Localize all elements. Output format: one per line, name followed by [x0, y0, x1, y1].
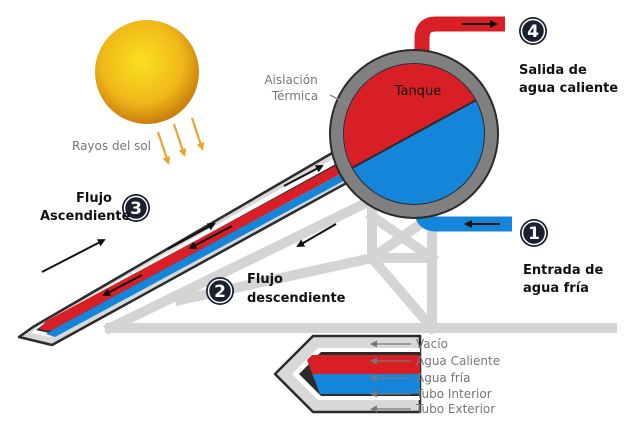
step-3-number: 3 [130, 199, 142, 219]
falling-flow-label-line2: descendiente [247, 291, 346, 306]
sun-rays [156, 117, 205, 165]
legend-vacuum: Vacío [416, 337, 448, 351]
falling-flow-label-line1: Flujo [247, 272, 283, 287]
support-frame [103, 193, 617, 336]
tank [329, 49, 499, 219]
step-1-number: 1 [528, 224, 540, 244]
insulation-pointer [329, 94, 348, 105]
tank-label: Tanque [394, 84, 441, 99]
sun-rays-label: Rayos del sol [72, 139, 151, 153]
cold-inlet-label-line1: Entrada de [523, 263, 603, 278]
rising-flow-label-line2: Ascendiente [40, 209, 131, 224]
step-2-number: 2 [214, 282, 226, 302]
step-badge-1: 1 [520, 219, 548, 247]
sun [95, 20, 199, 124]
insulation-label-line2: Térmica [271, 89, 318, 103]
step-badge-4: 4 [519, 17, 547, 45]
hot-outlet-label-line1: Salida de [519, 63, 587, 78]
hot-water-outlet-pipe [414, 16, 505, 92]
legend-hot-water: Agua Caliente [416, 354, 500, 368]
step-4-number: 4 [527, 22, 539, 42]
legend-cold-water: Agua fría [416, 371, 470, 385]
outside-flow-arrows [41, 223, 337, 273]
cold-inlet-label-line2: agua fría [523, 281, 589, 296]
rising-flow-label-line1: Flujo [76, 191, 112, 206]
legend-pointers [370, 340, 411, 413]
hot-outlet-label-line2: agua caliente [519, 81, 618, 96]
tube-cross-section [273, 334, 422, 414]
tube-flow-arrows [102, 165, 324, 296]
step-badge-2: 2 [206, 277, 234, 305]
insulation-label-line1: Aislación [264, 73, 317, 87]
step-badge-3: 3 [122, 194, 150, 222]
legend-inner-tube: Tubo Interior [415, 387, 492, 401]
legend-outer-tube: Tubo Exterior [415, 402, 495, 416]
